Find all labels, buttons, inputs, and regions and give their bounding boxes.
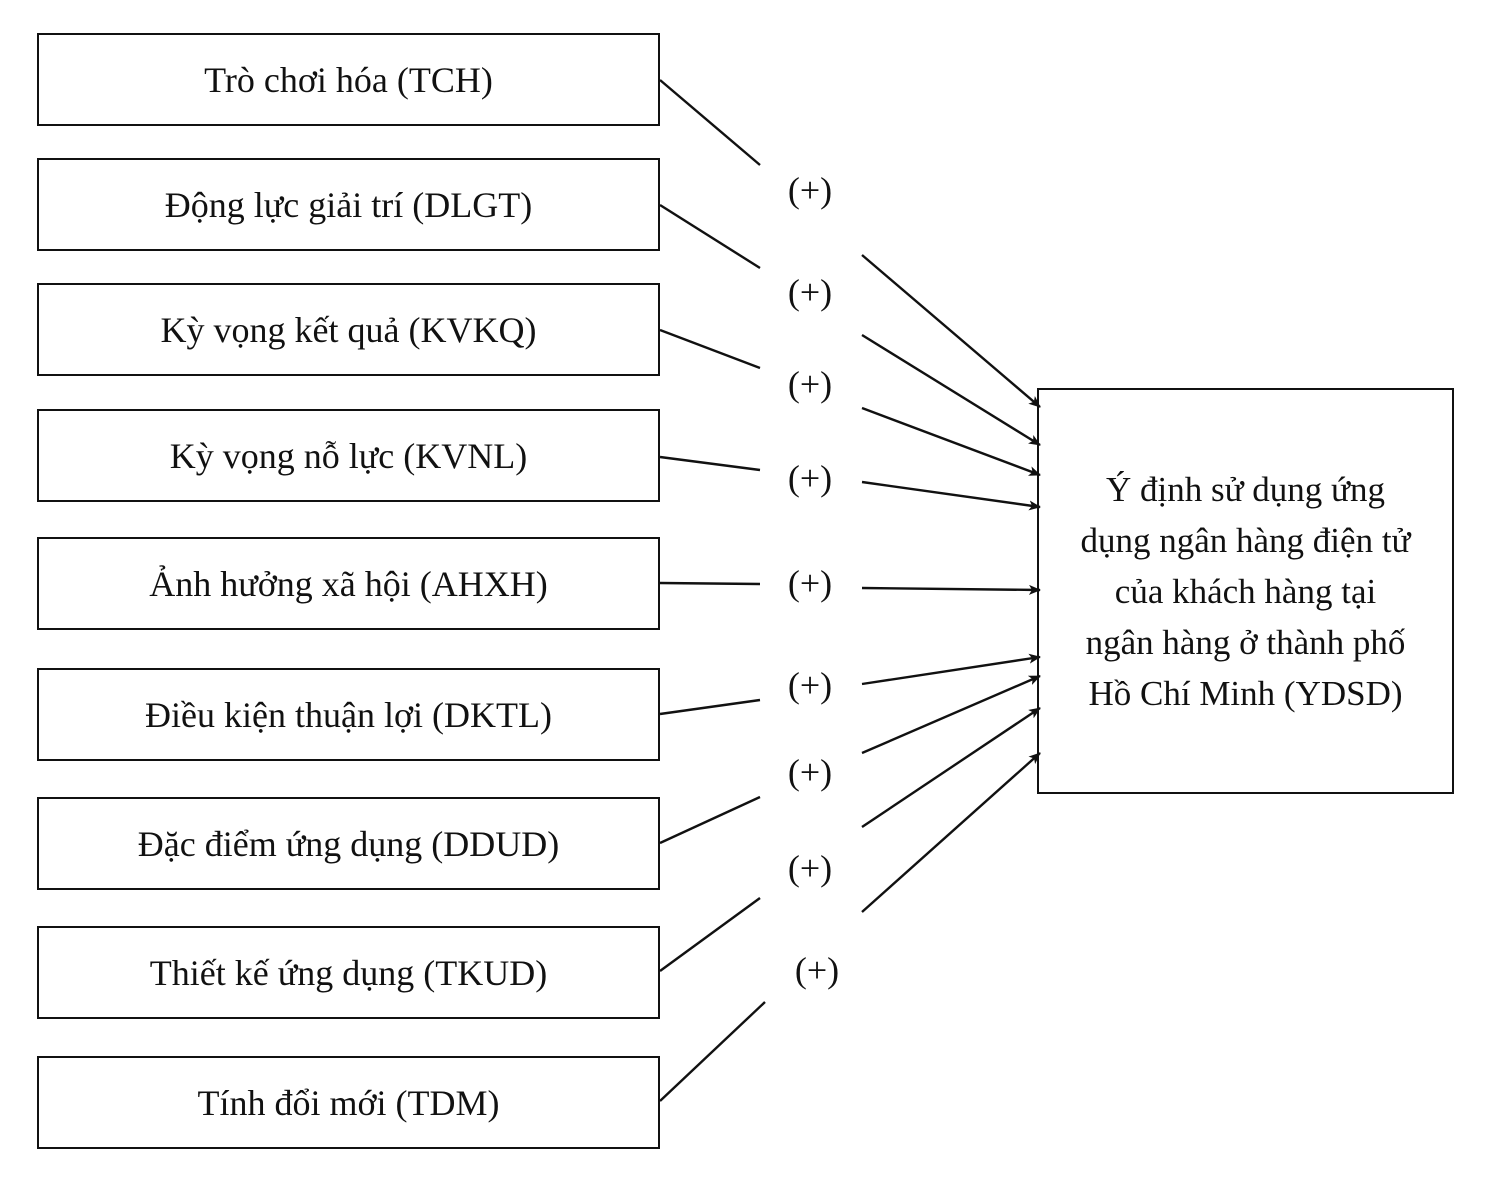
factor-label: Đặc điểm ứng dụng (DDUD): [137, 823, 560, 864]
sign-label-tkud: (+): [787, 848, 833, 888]
factor-label: Ảnh hưởng xã hội (AHXH): [149, 563, 548, 604]
sign-label-ddud: (+): [787, 752, 833, 792]
target-line: dụng ngân hàng điện tử: [1080, 520, 1411, 560]
sign-label-tdm: (+): [794, 950, 840, 990]
connector-in-kvnl: [659, 455, 761, 472]
factor-box-ahxh: Ảnh hưởng xã hội (AHXH): [37, 537, 660, 630]
connector-in-tch: [659, 79, 761, 166]
factor-box-dlgt: Động lực giải trí (DLGT): [37, 158, 660, 251]
connector-out-kvkq: [861, 406, 1041, 477]
sign-label-tch: (+): [787, 170, 833, 210]
connector-out-kvnl: [861, 480, 1041, 511]
factor-label: Kỳ vọng kết quả (KVKQ): [160, 309, 537, 350]
connector-in-ddud: [659, 795, 761, 845]
factor-box-tkud: Thiết kế ứng dụng (TKUD): [37, 926, 660, 1019]
factor-box-kvkq: Kỳ vọng kết quả (KVKQ): [37, 283, 660, 376]
connector-out-tch: [861, 254, 1041, 408]
connector-out-dktl: [861, 653, 1041, 686]
target-line: ngân hàng ở thành phố: [1085, 622, 1406, 662]
factor-label: Kỳ vọng nỗ lực (KVNL): [169, 435, 528, 476]
connector-out-tkud: [861, 707, 1041, 828]
target-line: Ý định sử dụng ứng: [1105, 469, 1386, 509]
factor-box-tch: Trò chơi hóa (TCH): [37, 33, 660, 126]
target-line: của khách hàng tại: [1114, 571, 1377, 611]
target-label: Ý định sử dụng ứng dụng ngân hàng điện t…: [1080, 464, 1410, 719]
sign-label-ahxh: (+): [787, 563, 833, 603]
factor-label: Trò chơi hóa (TCH): [204, 59, 493, 100]
factor-box-dktl: Điều kiện thuận lợi (DKTL): [37, 668, 660, 761]
factor-box-ddud: Đặc điểm ứng dụng (DDUD): [37, 797, 660, 890]
connector-out-ahxh: [861, 584, 1041, 595]
sign-label-dktl: (+): [787, 665, 833, 705]
sign-label-kvkq: (+): [787, 364, 833, 404]
factor-box-kvnl: Kỳ vọng nỗ lực (KVNL): [37, 409, 660, 502]
connector-in-dktl: [659, 698, 761, 716]
connector-out-ddud: [861, 674, 1041, 755]
factor-box-tdm: Tính đổi mới (TDM): [37, 1056, 660, 1149]
sign-label-dlgt: (+): [787, 272, 833, 312]
factor-label: Điều kiện thuận lợi (DKTL): [145, 694, 552, 735]
connector-in-ahxh: [659, 581, 761, 586]
factor-label: Thiết kế ứng dụng (TKUD): [149, 952, 548, 993]
connector-in-tdm: [659, 1001, 766, 1102]
connector-in-dlgt: [659, 203, 761, 270]
connector-out-tdm: [861, 752, 1041, 913]
sign-label-kvnl: (+): [787, 458, 833, 498]
connector-in-tkud: [659, 897, 761, 972]
factor-label: Động lực giải trí (DLGT): [164, 184, 533, 225]
target-line: Hồ Chí Minh (YDSD): [1088, 673, 1403, 713]
connector-out-dlgt: [861, 333, 1041, 447]
factor-label: Tính đổi mới (TDM): [197, 1082, 500, 1123]
connector-in-kvkq: [659, 328, 761, 370]
